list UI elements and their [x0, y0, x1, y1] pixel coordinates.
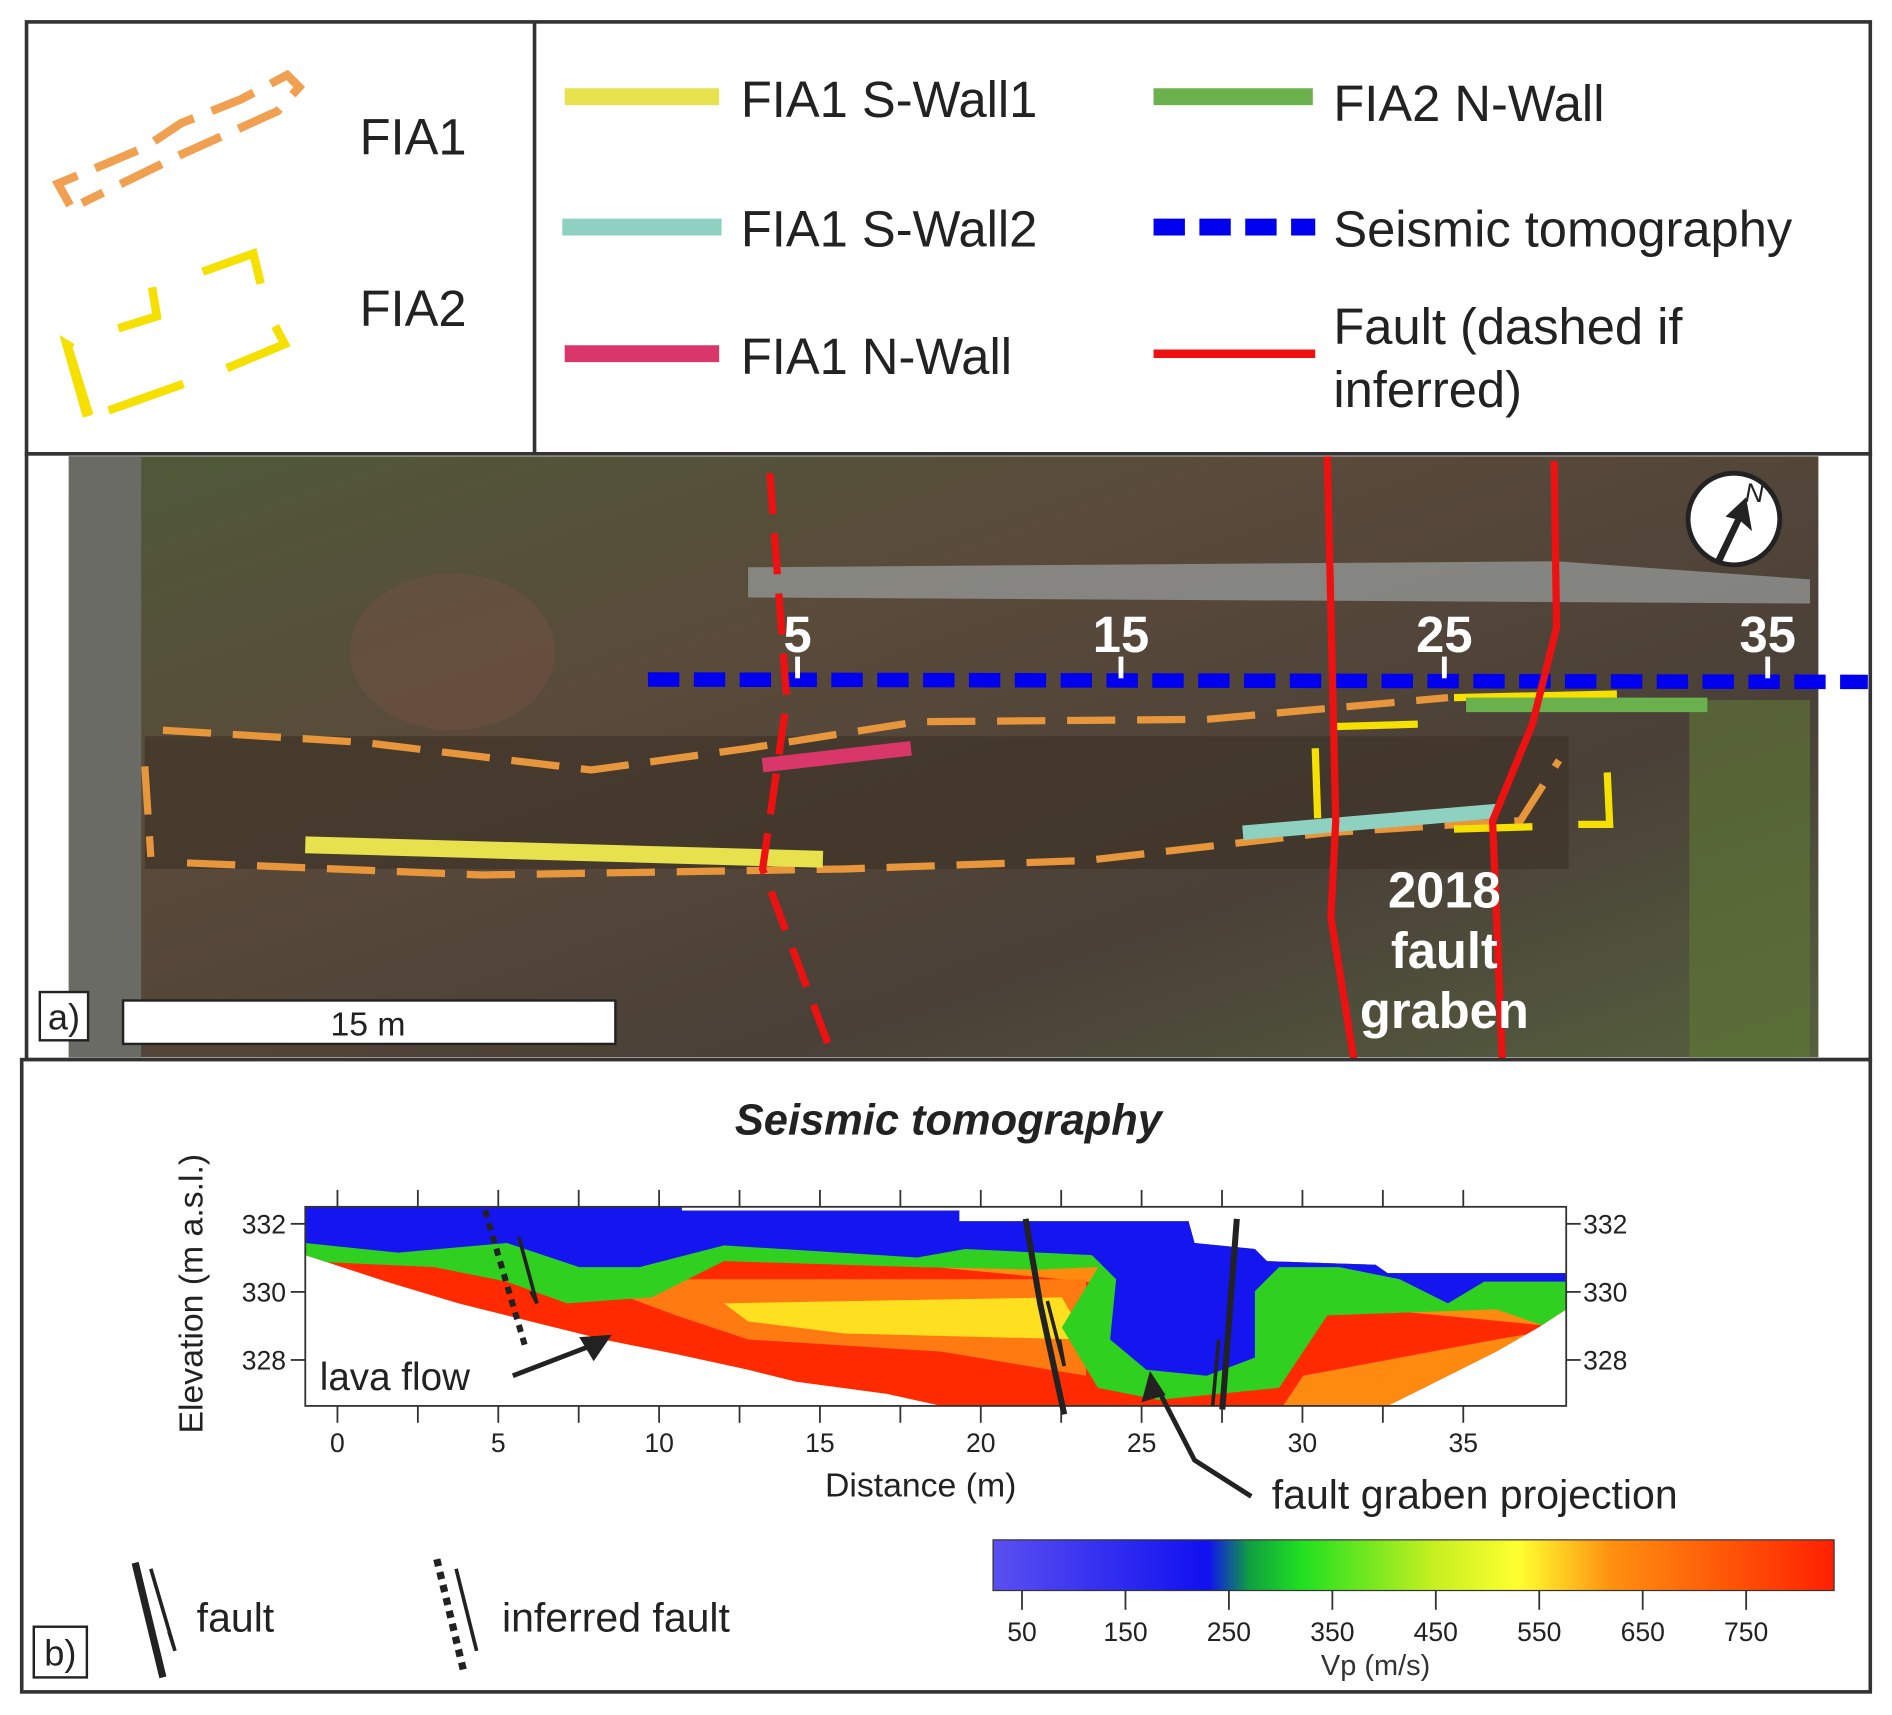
fia2-label: FIA2 — [360, 280, 467, 337]
legend-box — [24, 20, 1873, 456]
s-wall1-label: FIA1 S-Wall1 — [741, 71, 1038, 128]
plot-frame — [304, 1205, 1568, 1407]
section-inferred-fault — [482, 1209, 528, 1347]
north-label: N — [1745, 478, 1765, 508]
inferred-fault-legend-label: inferred fault — [502, 1595, 731, 1641]
n-wall1-trace — [761, 741, 912, 773]
colorbar-tick-label: 50 — [1007, 1617, 1037, 1647]
x-tick-label: 25 — [1127, 1428, 1157, 1458]
panel-b-label-box — [32, 1625, 89, 1679]
x-tick-label: 20 — [966, 1428, 996, 1458]
section-fault-west — [1022, 1218, 1068, 1416]
colorbar-tick-label: 350 — [1310, 1617, 1354, 1647]
y-tick-label-right: 332 — [1583, 1209, 1627, 1239]
colorbar-tick-label: 750 — [1724, 1617, 1768, 1647]
y-tick-label: 330 — [242, 1278, 286, 1308]
y-tick-label: 328 — [242, 1346, 286, 1376]
lava-flow-annotation: lava flow — [320, 1356, 470, 1399]
colorbar-tick-label: 250 — [1207, 1617, 1251, 1647]
x-tick-label: 10 — [644, 1428, 674, 1458]
seismic-label: Seismic tomography — [1333, 200, 1793, 257]
field-yellow — [723, 1297, 1086, 1340]
colorbar-tick-label: 150 — [1103, 1617, 1147, 1647]
colorbar — [992, 1539, 1835, 1592]
panel-a-label: a) — [48, 996, 80, 1037]
y-tick-label-right: 330 — [1583, 1278, 1627, 1308]
fault-label-line1: Fault (dashed if — [1333, 298, 1683, 355]
photo-wall — [68, 456, 142, 1058]
x-axis-label: Distance (m) — [825, 1466, 1016, 1504]
chart-axes: 0 5 10 15 20 25 30 35 332 332 330 330 328 328 — [242, 1189, 1627, 1458]
x-tick-label: 15 — [805, 1428, 835, 1458]
chart-title: Seismic tomography — [735, 1096, 1164, 1144]
fia1-outline — [141, 694, 1563, 879]
lava-flow-arrow — [511, 1343, 593, 1379]
distance-mark-label: 25 — [1416, 606, 1472, 663]
graben-label-line2: fault — [1391, 922, 1498, 979]
fault-label-line2: inferred) — [1333, 361, 1522, 418]
graben-arrowhead — [1141, 1370, 1166, 1403]
fault-trace-east — [1488, 461, 1561, 1060]
distance-mark-label: 35 — [1740, 606, 1796, 663]
colorbar-tick-label: 550 — [1517, 1617, 1561, 1647]
lava-flow-arrowhead — [579, 1334, 612, 1362]
section-fault-east — [1219, 1218, 1240, 1410]
y-tick-label-right: 328 — [1583, 1346, 1627, 1376]
inferred-fault-legend-icon — [433, 1558, 479, 1676]
fault-legend-icon — [131, 1561, 177, 1679]
n-wall2-label: FIA2 N-Wall — [1333, 75, 1604, 132]
x-tick-label: 30 — [1288, 1428, 1318, 1458]
colorbar-label: Vp (m/s) — [1321, 1650, 1430, 1682]
graben-label-line3: graben — [1360, 982, 1529, 1039]
fia2-outline — [1311, 690, 1617, 833]
distance-mark-label: 5 — [783, 606, 811, 663]
section-fault-east-arrow — [1210, 1339, 1221, 1407]
s-wall1-trace — [305, 836, 824, 868]
n-wall1-label: FIA1 N-Wall — [741, 328, 1012, 385]
colorbar-tick-label: 450 — [1414, 1617, 1458, 1647]
fia1-outline-icon — [51, 69, 306, 208]
colorbar-ticks: 50 150 250 350 450 550 650 750 — [1007, 1590, 1768, 1647]
distance-mark-label: 15 — [1093, 606, 1149, 663]
colorbar-tick-label: 650 — [1621, 1617, 1665, 1647]
photo-dirt-patch — [349, 573, 556, 731]
fia1-label: FIA1 — [360, 109, 467, 166]
graben-annotation: fault graben projection — [1272, 1471, 1678, 1517]
y-tick-label: 332 — [242, 1209, 286, 1239]
section-fault-west-arrow — [1045, 1300, 1067, 1367]
photo-vegetation — [1689, 700, 1810, 1058]
seismic-line — [647, 672, 1868, 690]
graben-arrow — [1153, 1384, 1253, 1499]
fia2-outline-icon-segments — [63, 248, 291, 417]
distance-marks: 5 15 25 35 — [783, 606, 1796, 679]
graben-label-line1: 2018 — [1388, 862, 1501, 919]
x-tick-label: 5 — [491, 1428, 506, 1458]
photo-road — [748, 561, 1810, 604]
panel-a-label-box — [38, 990, 90, 1042]
x-tick-label: 0 — [330, 1428, 345, 1458]
scale-bar-label: 15 m — [330, 1005, 405, 1043]
s-wall2-label: FIA1 S-Wall2 — [741, 200, 1038, 257]
y-axis-label: Elevation (m a.s.l.) — [173, 1154, 211, 1434]
panel-b-label: b) — [44, 1632, 76, 1673]
inferred-fault-trace — [758, 472, 836, 1058]
x-tick-label: 35 — [1449, 1428, 1479, 1458]
fault-legend-label: fault — [197, 1595, 275, 1641]
s-wall2-trace — [1242, 803, 1497, 840]
section-inferred-fault-arrow — [517, 1236, 539, 1305]
fault-trace-west — [1323, 456, 1358, 1061]
scale-bar — [121, 999, 617, 1046]
field-blue — [305, 1206, 1567, 1376]
north-arrow-icon: N — [1685, 470, 1783, 568]
